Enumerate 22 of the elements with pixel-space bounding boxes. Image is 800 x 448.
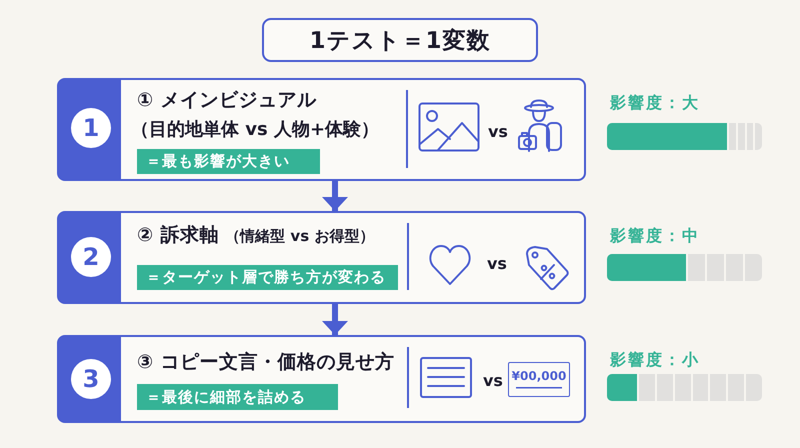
highlight-banner: ＝ターゲット層で勝ち方が変わる — [137, 265, 398, 290]
step-title: ③ コピー文言・価格の見せ方 — [137, 350, 395, 375]
impact-label: 影響度：小 — [610, 350, 700, 371]
number-badge: 1 — [71, 108, 111, 148]
highlight-banner: ＝最も影響が大きい — [137, 149, 320, 174]
number-badge: 2 — [71, 237, 111, 277]
number-badge: 3 — [71, 359, 111, 399]
title-banner: 1テスト＝1変数 — [262, 18, 538, 62]
step-subtitle: （目的地単体 vs 人物+体験） — [131, 118, 380, 141]
highlight-banner: ＝最後に細部を詰める — [137, 384, 338, 410]
vs-label: vs — [487, 254, 507, 273]
step-title: ② 訴求軸 — [137, 223, 220, 248]
vs-label: vs — [483, 371, 503, 390]
price-display: ¥00,000 — [508, 362, 570, 397]
step-card — [57, 211, 586, 304]
vs-label: vs — [488, 122, 508, 141]
step-card — [57, 78, 586, 181]
impact-label: 影響度：中 — [610, 226, 700, 247]
step-card — [57, 335, 586, 423]
step-subtitle: （情緒型 vs お得型） — [225, 227, 374, 246]
impact-label: 影響度：大 — [610, 93, 700, 114]
step-title: ① メインビジュアル — [137, 88, 317, 113]
